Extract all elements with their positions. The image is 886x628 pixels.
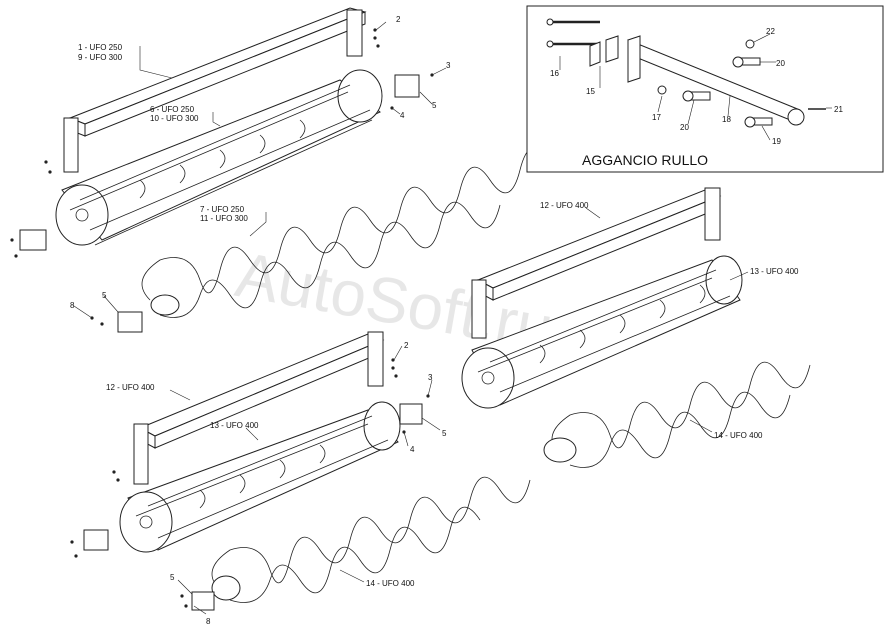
frame-bar-bottom-left: [133, 331, 385, 485]
bearing-flange-left: [19, 229, 47, 251]
callout-4: 4: [400, 111, 405, 120]
inset-title: AGGANCIO RULLO: [582, 152, 708, 168]
callout-8-bottom: 8: [206, 617, 211, 626]
label-part-12-right: 12 - UFO 400: [540, 201, 589, 210]
inset-callout-19: 19: [772, 137, 781, 146]
pin-20-lower: [682, 90, 711, 102]
clip-22: [745, 39, 755, 49]
spiral-roller-bottom-left: [211, 476, 531, 603]
cage-roller-bottom-left: [119, 401, 401, 553]
cage-roller-right: [461, 255, 743, 409]
bolts-top-left: [10, 28, 434, 326]
inset-callout-18: 18: [722, 115, 731, 124]
label-part-14-bottom: 14 - UFO 400: [366, 579, 415, 588]
roller-assembly-right: 12 - UFO 400 13 - UFO 400 14 - UFO 400: [461, 187, 811, 468]
callout-5-lower: 5: [102, 291, 107, 300]
frame-bar-top-left: [63, 7, 367, 173]
bearing-flange-bottom: [191, 591, 215, 611]
inset-callout-21: 21: [834, 105, 843, 114]
label-part-13-bottom: 13 - UFO 400: [210, 421, 259, 430]
inset-frame: [526, 5, 884, 173]
frame-bar-right: [471, 187, 722, 339]
pins-16: [546, 18, 600, 48]
inset-callout-22: 22: [766, 27, 775, 36]
label-part-11: 11 - UFO 300: [200, 214, 248, 223]
spiral-roller-top-left: [141, 146, 551, 318]
pin-19: [744, 116, 773, 128]
label-part-14-right: 14 - UFO 400: [714, 431, 763, 440]
inset-callout-20-upper: 20: [776, 59, 785, 68]
label-part-13-right: 13 - UFO 400: [750, 267, 799, 276]
callout-2: 2: [396, 15, 401, 24]
callout-8: 8: [70, 301, 75, 310]
callout-5-bottom-right: 5: [442, 429, 447, 438]
inset-callout-20-lower: 20: [680, 123, 689, 132]
roller-assembly-top-left: 1 - UFO 250 9 - UFO 300 6 - UFO 250 10 -…: [10, 7, 551, 333]
arm-18: [627, 35, 805, 126]
bearing-flange-lower: [117, 311, 143, 333]
bearing-flange-bottom-right: [399, 403, 423, 425]
pin-20-upper: [732, 56, 761, 68]
bearing-flange-bottom-left: [83, 529, 109, 551]
nut-17: [657, 85, 667, 95]
callout-4-bottom: 4: [410, 445, 415, 454]
roller-assembly-bottom-left: 12 - UFO 400 13 - UFO 400 14 - UFO 400 2…: [70, 331, 531, 626]
label-part-6: 6 - UFO 250: [150, 105, 195, 114]
inset-callout-15: 15: [586, 87, 595, 96]
callout-3-bottom: 3: [428, 373, 433, 382]
callout-2-bottom: 2: [404, 341, 409, 350]
bearing-flange-right: [394, 74, 420, 98]
label-part-10: 10 - UFO 300: [150, 114, 199, 123]
label-part-1: 1 - UFO 250: [78, 43, 123, 52]
callout-5: 5: [432, 101, 437, 110]
cage-roller-top-left: [55, 69, 383, 246]
brackets-15: [589, 35, 619, 67]
label-part-9: 9 - UFO 300: [78, 53, 123, 62]
callout-3: 3: [446, 61, 451, 70]
inset-callout-17: 17: [652, 113, 661, 122]
label-part-7: 7 - UFO 250: [200, 205, 245, 214]
inset-callout-16: 16: [550, 69, 559, 78]
inset-roller-coupling: 16 15 17 20 18 19 20 21 22 AGGANCIO RULL…: [526, 5, 884, 173]
spiral-roller-right: [543, 361, 811, 468]
label-part-12-bottom: 12 - UFO 400: [106, 383, 155, 392]
callout-5-bottom: 5: [170, 573, 175, 582]
